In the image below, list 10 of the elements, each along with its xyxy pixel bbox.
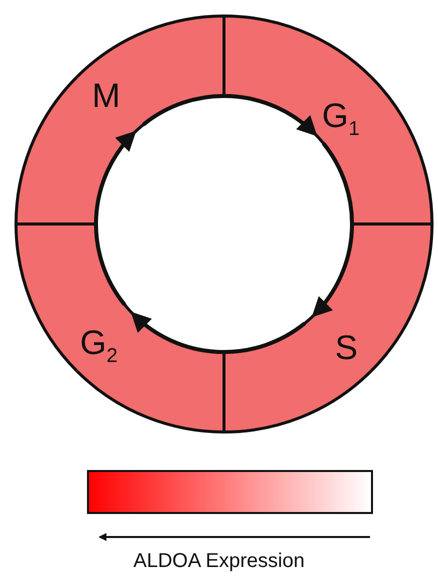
phase-label: S (335, 330, 358, 366)
cycle-arrow (130, 312, 306, 354)
cycle-arrow (312, 142, 354, 318)
phase-label: M (92, 78, 120, 114)
cycle-arrow (94, 130, 136, 306)
scale-caption: ALDOA Expression (132, 549, 306, 573)
phase-label: G$_{2}$ (80, 325, 118, 369)
gradient-scale-bar (87, 470, 373, 514)
phase-label: G$_{1}$ (322, 98, 360, 142)
cycle-arrow (142, 94, 318, 136)
